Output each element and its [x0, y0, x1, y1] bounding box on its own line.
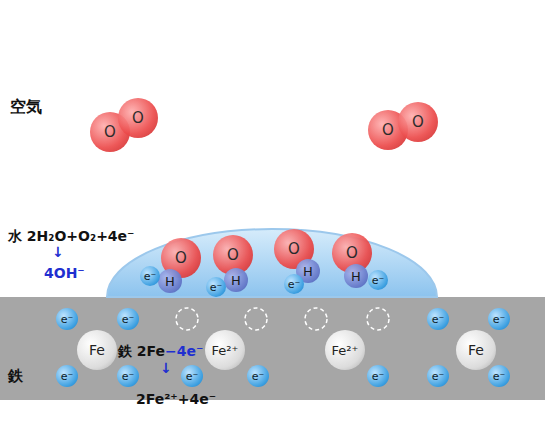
- atom-symbol: Fe²⁺: [332, 344, 359, 357]
- arrow-symbol: ↓: [160, 361, 172, 376]
- atom-symbol: e⁻: [493, 314, 506, 325]
- atom-symbol: e⁻: [432, 371, 445, 382]
- atom-symbol: O: [346, 246, 358, 261]
- atom-symbol: e⁻: [252, 371, 265, 382]
- atom-symbol: O: [227, 248, 239, 263]
- electron: e⁻: [206, 277, 226, 297]
- atom-symbol: Fe: [89, 343, 105, 357]
- vacancy: [176, 308, 389, 330]
- atom-symbol: e⁻: [493, 371, 506, 382]
- atom-symbol: e⁻: [122, 371, 135, 382]
- atom-symbol: e⁻: [210, 282, 223, 293]
- electron: e⁻: [247, 365, 269, 387]
- electron: e⁻: [427, 365, 449, 387]
- electron: e⁻: [367, 365, 389, 387]
- atom-symbol: O: [412, 115, 424, 130]
- atom-symbol: H: [351, 270, 361, 283]
- atom-symbol: H: [165, 275, 175, 288]
- electron: e⁻: [427, 308, 449, 330]
- atom-symbol: H: [231, 274, 241, 287]
- iron-bar: [0, 297, 545, 400]
- atom-symbol: e⁻: [432, 314, 445, 325]
- equation: 水 2H₂O+O₂+4e⁻: [8, 229, 135, 244]
- atom-symbol: O: [175, 251, 187, 266]
- atom-symbol: e⁻: [61, 371, 74, 382]
- arrow-symbol: ↓: [52, 245, 64, 260]
- electron: e⁻: [368, 270, 388, 290]
- atom-symbol: e⁻: [186, 371, 199, 382]
- electron: e⁻: [56, 308, 78, 330]
- iron-atom: Fe: [456, 330, 496, 370]
- atom-symbol: Fe: [468, 343, 484, 357]
- iron-ion: Fe²⁺: [325, 330, 365, 370]
- electron: e⁻: [140, 266, 160, 286]
- iron-ion: Fe²⁺: [205, 330, 245, 370]
- electron: e⁻: [488, 308, 510, 330]
- water-drop: [107, 229, 437, 297]
- region-label: 鉄: [8, 368, 23, 385]
- atom-symbol: H: [303, 265, 313, 278]
- electron: e⁻: [284, 274, 304, 294]
- equation: 4OH⁻: [44, 266, 85, 281]
- atom-symbol: O: [382, 123, 394, 138]
- atom-symbol: e⁻: [122, 314, 135, 325]
- electron: e⁻: [117, 365, 139, 387]
- iron-atom: Fe: [77, 330, 117, 370]
- atom-symbol: Fe²⁺: [212, 344, 239, 357]
- hydrogen-atom: H: [224, 268, 248, 292]
- hydrogen-atom: H: [158, 269, 182, 293]
- atom-symbol: e⁻: [288, 279, 301, 290]
- oxygen-atom: O: [398, 102, 438, 142]
- atom-symbol: O: [288, 242, 300, 257]
- atom-symbol: O: [132, 111, 144, 126]
- oxygen-atom: O: [118, 98, 158, 138]
- atom-symbol: e⁻: [372, 371, 385, 382]
- equation: 鉄 2Fe: [118, 344, 165, 359]
- region-label: 空気: [10, 98, 42, 116]
- atom-symbol: e⁻: [61, 314, 74, 325]
- atom-symbol: e⁻: [144, 271, 157, 282]
- electron: e⁻: [117, 308, 139, 330]
- hydrogen-atom: H: [344, 264, 368, 288]
- atom-symbol: O: [104, 125, 116, 140]
- atom-symbol: e⁻: [372, 275, 385, 286]
- equation: 2Fe²⁺+4e⁻: [136, 392, 216, 407]
- electron: e⁻: [181, 365, 203, 387]
- electron: e⁻: [488, 365, 510, 387]
- equation: −4e⁻: [165, 344, 203, 359]
- electron: e⁻: [56, 365, 78, 387]
